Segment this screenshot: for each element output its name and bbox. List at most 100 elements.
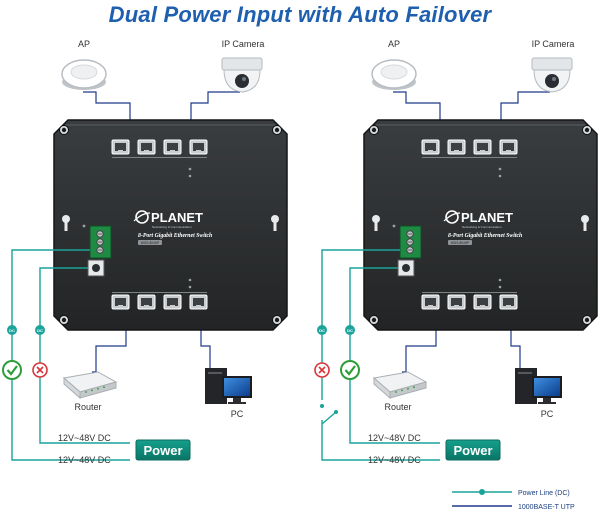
rj45-tab: [170, 305, 175, 308]
check-icon: [2, 360, 22, 380]
utp-cable-ap: [83, 91, 131, 142]
rj45-socket: [477, 143, 488, 151]
pc-drive-bay: [518, 372, 532, 374]
screw-hole-center: [274, 127, 280, 133]
keyhole-slot: [273, 219, 277, 231]
screw-hole-center: [61, 127, 67, 133]
rj45-socket: [141, 143, 152, 151]
rj45-tab: [428, 305, 433, 308]
router-led: [91, 389, 93, 392]
switch-body: [363, 119, 598, 331]
rj45-tab: [170, 150, 175, 153]
model-badge: [448, 240, 472, 245]
ap-label: AP: [388, 39, 400, 49]
screw-hole-center: [61, 317, 67, 323]
port-divider: [112, 292, 207, 293]
screw-hole-center: [584, 127, 590, 133]
screw-hole-center: [371, 317, 377, 323]
pwr-led: [392, 224, 396, 228]
ap-dome: [380, 64, 408, 80]
error-mark: [318, 366, 326, 374]
planet-logo-icon: [135, 210, 149, 224]
check-mark: [344, 365, 356, 376]
router-front: [79, 381, 117, 399]
rj45-tab: [428, 150, 433, 153]
power-button-label: Power: [143, 443, 182, 458]
voltage-label-top: 12V~48V DC: [58, 433, 111, 443]
failover-switch-lever: [321, 411, 337, 425]
camera-mount: [221, 57, 263, 71]
utp-cable-camera: [190, 91, 240, 142]
utp-cable-camera: [500, 91, 550, 142]
power-button: [445, 439, 501, 461]
camera-label: IP Camera: [222, 39, 265, 49]
router-led: [395, 391, 397, 393]
brand-name: PLANET: [461, 210, 513, 225]
screw-hole-center: [274, 317, 280, 323]
router-led: [97, 387, 99, 390]
camera-lens: [235, 74, 249, 88]
rj45-tab: [144, 150, 149, 153]
rj45-socket: [425, 298, 436, 306]
pc-base: [228, 402, 246, 404]
utp-cable-router: [92, 305, 127, 373]
led-indicator: [188, 167, 192, 171]
power-line-b: [39, 267, 130, 444]
switch-model-name: 8-Port Gigabit Ethernet Switch: [138, 233, 212, 239]
voltage-label-bottom: 12V~48V DC: [368, 455, 421, 465]
rj45-tab: [506, 150, 511, 153]
dc-tag-icon: [317, 325, 327, 335]
dc-jack-socket: [402, 264, 410, 272]
brand-tagline: Networking & Communication: [152, 225, 192, 229]
power-line-b: [349, 267, 440, 444]
rj45-socket: [167, 298, 178, 306]
pc-drive-bay: [208, 372, 222, 374]
camera-lens-glint: [242, 77, 246, 81]
screw-hole-center: [584, 317, 590, 323]
check-mark: [6, 365, 18, 376]
rj45-socket: [503, 143, 514, 151]
utp-cable-ap: [393, 91, 441, 142]
rj45-tab: [454, 150, 459, 153]
screw-hole-center: [371, 127, 377, 133]
model-number: WGS-804HP: [141, 241, 159, 245]
rj45-tab: [480, 305, 485, 308]
rj45-socket: [503, 298, 514, 306]
legend-power-label: Power Line (DC): [518, 490, 570, 497]
router-front: [389, 381, 427, 399]
dc-tag-icon: [345, 325, 355, 335]
pc-tower: [205, 368, 227, 404]
pc-tower: [515, 368, 537, 404]
legend-utp-label: 1000BASE-T UTP: [518, 504, 575, 511]
keyhole-slot: [374, 219, 378, 231]
switch-body: [53, 119, 288, 331]
power-button-label: Power: [453, 443, 492, 458]
failover-switch-node: [320, 404, 324, 408]
rj45-tab: [118, 150, 123, 153]
model-number: WGS-804HP: [451, 241, 469, 245]
dc-tag: DC: [37, 328, 43, 333]
dc-tag-icon: [7, 325, 17, 335]
model-badge: [138, 240, 162, 245]
dc-jack-socket: [92, 264, 100, 272]
camera-lens-glint: [552, 77, 556, 81]
planet-logo-orbit: [443, 212, 461, 222]
rj45-tab: [144, 305, 149, 308]
check-icon: [340, 360, 360, 380]
legend-power-dot: [479, 489, 485, 495]
utp-cable-router: [402, 305, 437, 373]
power-line-a: [11, 249, 130, 461]
rj45-socket: [115, 298, 126, 306]
led-indicator: [498, 285, 502, 289]
planet-logo-orbit: [133, 212, 151, 222]
port-divider: [422, 292, 517, 293]
switch-model-name: 8-Port Gigabit Ethernet Switch: [448, 233, 522, 239]
planet-logo-icon: [445, 210, 459, 224]
ap-dome: [70, 64, 98, 80]
rj45-socket: [167, 143, 178, 151]
port-divider: [422, 157, 517, 158]
camera-lens: [545, 74, 559, 88]
power-button: [135, 439, 191, 461]
led-indicator: [498, 278, 502, 282]
